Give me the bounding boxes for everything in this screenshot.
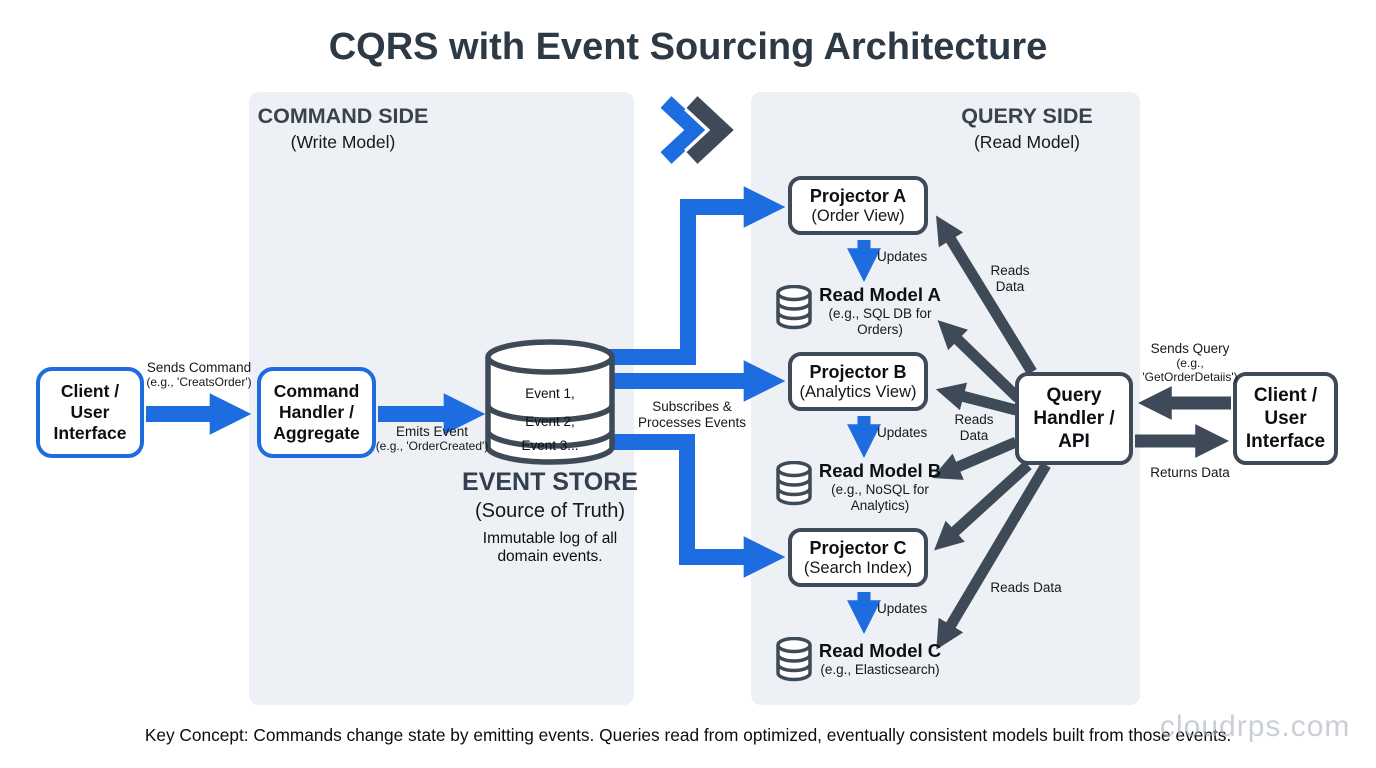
query-side-subheading: (Read Model) (973, 132, 1081, 152)
page-title: CQRS with Event Sourcing Architecture (328, 26, 1048, 68)
command-side-heading: COMMAND SIDE (257, 104, 429, 128)
subscribes-processes-label: Subscribes & Processes Events (637, 399, 747, 430)
key-concept-text: Key Concept: Commands change state by em… (144, 725, 1232, 745)
read-model-a: Read Model A (e.g., SQL DB for Orders) (819, 284, 941, 337)
emits-event-label: Emits Event (e.g., 'OrderCreated') (375, 424, 489, 453)
database-icon (776, 461, 812, 506)
database-icon (776, 637, 812, 682)
updates-label-b: Updates (877, 425, 928, 440)
query-handler-box: Query Handler / API (1015, 372, 1133, 465)
watermark: cloudrps.com (1160, 710, 1351, 743)
updates-label-a: Updates (877, 249, 928, 264)
reads-data-label-bottom: Reads Data (990, 580, 1062, 595)
sends-command-label: Sends Command (e.g., 'CreatsOrder') (146, 360, 252, 389)
command-side-header: COMMAND SIDE (Write Model) (251, 104, 435, 153)
projector-a-box: Projector A (Order View) (788, 176, 928, 235)
chevron-halo (684, 93, 739, 167)
event-store-row: Event 2, (525, 414, 575, 429)
projector-c-box: Projector C (Search Index) (788, 528, 928, 587)
projector-b-box: Projector B (Analytics View) (788, 352, 928, 411)
event-store-row: Event 1, (525, 386, 575, 401)
event-store-caption: EVENT STORE (Source of Truth) Immutable … (438, 468, 662, 566)
read-model-c: Read Model C (e.g., Elasticsearch) (818, 640, 942, 677)
chevron-blue-icon (660, 96, 708, 164)
command-handler-box: Command Handler / Aggregate (257, 367, 376, 458)
sends-query-label: Sends Query (e.g., 'GetOrderDetaiis') (1142, 341, 1238, 384)
returns-data-label: Returns Data (1150, 465, 1230, 480)
command-side-subheading: (Write Model) (290, 132, 396, 152)
client-ui-box-query: Client / User Interface (1233, 372, 1338, 465)
event-store-description: Immutable log of all domain events. (482, 530, 618, 565)
database-icon (776, 285, 812, 330)
query-side-header: QUERY SIDE (Read Model) (935, 104, 1119, 153)
chevron-dark-icon (686, 96, 734, 164)
query-side-heading: QUERY SIDE (961, 104, 1093, 128)
reads-data-label-middle: Reads Data (954, 412, 994, 443)
updates-label-c: Updates (877, 601, 928, 616)
event-store-title: EVENT STORE (462, 468, 638, 496)
reads-data-label-top: Reads Data (990, 263, 1030, 294)
event-store-row: Event 3... (521, 438, 579, 453)
client-ui-box-command: Client / User Interface (36, 367, 144, 458)
read-model-b: Read Model B (e.g., NoSQL for Analytics) (818, 460, 942, 513)
event-store-subtitle: (Source of Truth) (474, 500, 626, 522)
